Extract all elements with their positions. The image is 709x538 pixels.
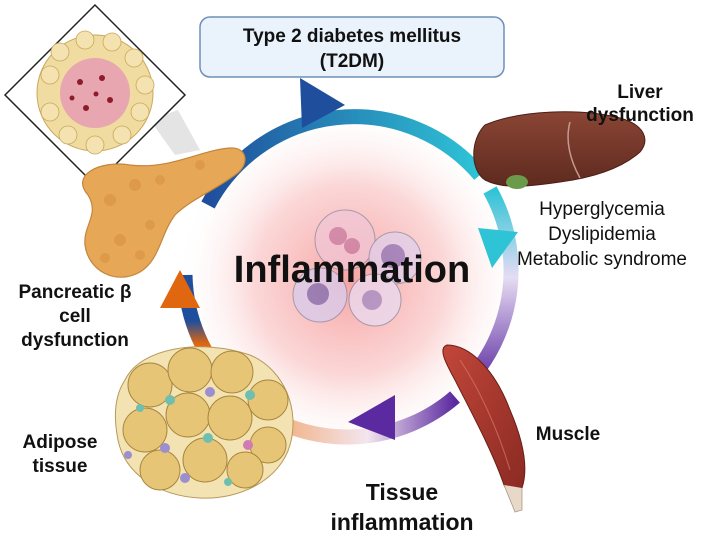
pancreas-illustration bbox=[81, 147, 246, 278]
adipose-label-line1: Adipose bbox=[23, 432, 98, 453]
center-label: Inflammation bbox=[234, 249, 470, 291]
adipose-illustration bbox=[114, 346, 294, 499]
pancreatic-label-line3: dysfunction bbox=[21, 330, 129, 351]
condition-metabolic-syndrome: Metabolic syndrome bbox=[517, 249, 687, 270]
tissue-inflammation-line2: inflammation bbox=[330, 509, 473, 535]
liver-label-line2: dysfunction bbox=[586, 105, 694, 126]
muscle-label: Muscle bbox=[536, 424, 600, 445]
condition-dyslipidemia: Dyslipidemia bbox=[548, 224, 656, 245]
t2dm-title-line1: Type 2 diabetes mellitus bbox=[243, 26, 461, 47]
arrowhead-right bbox=[478, 228, 518, 268]
muscle-illustration bbox=[442, 344, 526, 513]
liver-label-line1: Liver bbox=[617, 82, 663, 103]
islet-inset bbox=[3, 3, 200, 187]
t2dm-box bbox=[199, 16, 505, 78]
condition-hyperglycemia: Hyperglycemia bbox=[539, 199, 665, 220]
t2dm-title-line2: (T2DM) bbox=[320, 51, 384, 72]
immune-cells bbox=[292, 209, 422, 327]
tissue-inflammation-line1: Tissue bbox=[366, 479, 438, 505]
pancreatic-label-line1: Pancreatic β bbox=[19, 282, 132, 303]
liver-illustration bbox=[473, 111, 646, 189]
adipose-label-line2: tissue bbox=[33, 456, 88, 477]
arrowhead-top-1 bbox=[300, 78, 345, 128]
arrowhead-left bbox=[160, 270, 200, 308]
arrowhead-bottom bbox=[348, 395, 395, 440]
arrowheads bbox=[160, 78, 518, 440]
pancreatic-label-line2: cell bbox=[59, 306, 91, 327]
